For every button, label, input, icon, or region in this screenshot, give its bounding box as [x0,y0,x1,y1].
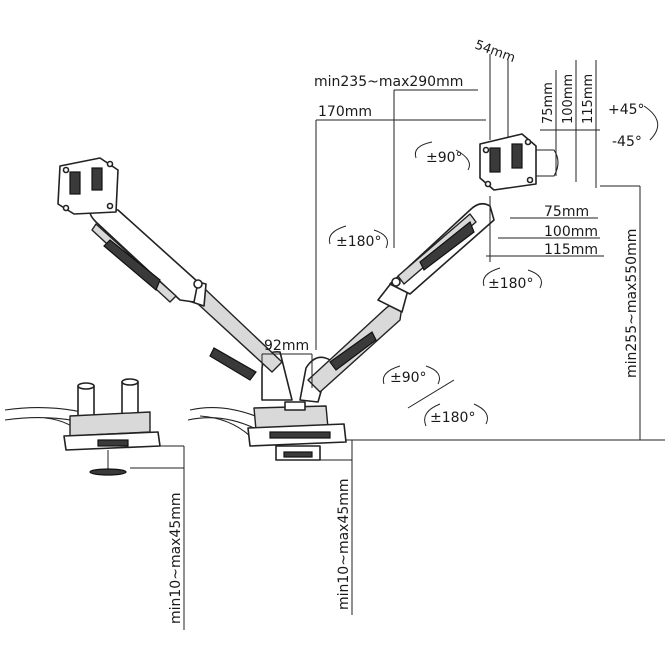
left-post-1 [77,385,95,417]
left-vesa-plate [57,157,119,215]
label-swivel-mid: ±180° [336,234,381,250]
right-arm [307,202,495,393]
label-arm-segment: 170mm [318,104,372,120]
label-vesa-115-v: 115mm [581,74,596,124]
label-pole-width: 92mm [264,338,309,354]
label-desk-clamp-left: min10~max45mm [168,492,184,624]
label-desk-clamp-right: min10~max45mm [336,478,352,610]
label-arm-length: min235~max290mm [314,74,463,90]
left-arm [88,205,283,381]
left-clamp-assembly [4,378,161,476]
label-height-range: min255~max550mm [624,229,640,378]
label-swivel-right: ±180° [488,276,533,292]
label-vesa-100-h: 100mm [544,224,598,240]
label-vesa-75-v: 75mm [541,82,556,124]
dimension-lines [130,54,641,630]
label-vesa-offset: 54mm [473,38,517,66]
rotation-arcs [328,105,659,427]
label-tilt-up: +45° [608,102,645,118]
label-rotate-base: ±90° [390,370,427,386]
main-base [187,401,347,461]
label-tilt-down: -45° [612,134,642,150]
left-post-2 [121,381,139,417]
label-vesa-100-v: 100mm [561,74,576,124]
label-vesa-115-h: 115mm [544,242,598,258]
label-vesa-75-h: 75mm [544,204,589,220]
label-swivel-base: ±180° [430,410,475,426]
right-vesa-plate [479,133,559,191]
label-rotate-top: ±90° [426,150,463,166]
